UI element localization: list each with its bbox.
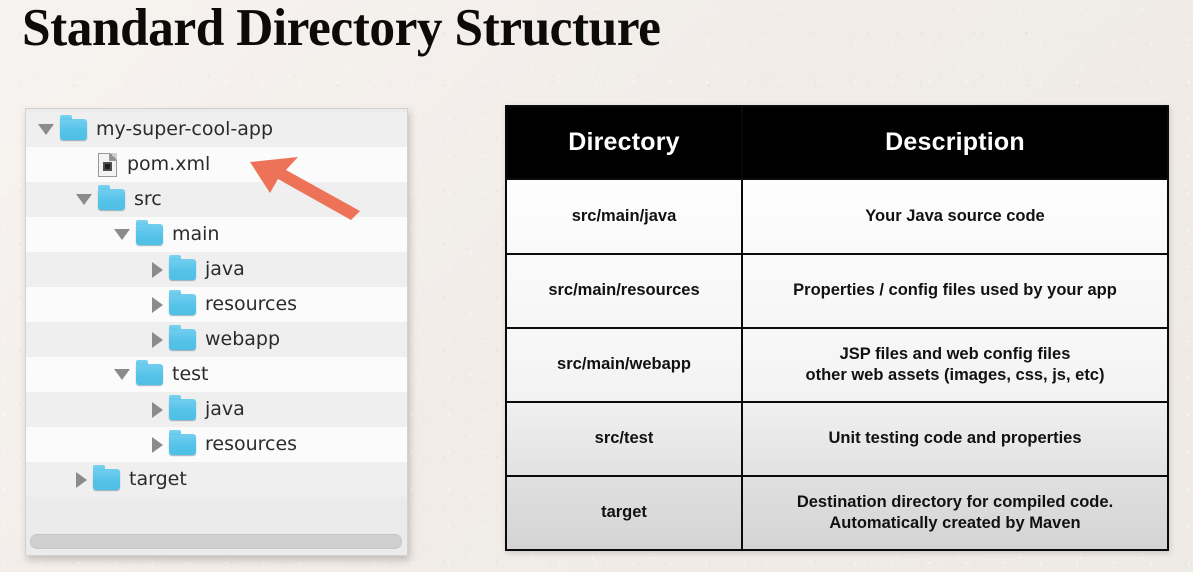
description-line: Automatically created by Maven [829,514,1081,532]
table-header-row: Directory Description [505,105,1169,180]
tree-item-target[interactable]: target [26,462,407,497]
cell-directory: src/main/webapp [505,327,743,403]
chevron-down-icon[interactable] [76,194,92,205]
folder-icon [169,395,196,420]
tree-item-label: pom.xml [127,153,211,175]
chevron-right-icon[interactable] [152,436,163,453]
tree-item-label: resources [205,433,298,455]
tree-item-main[interactable]: main [26,217,407,252]
tree-item-label: java [205,398,245,420]
column-header-directory: Directory [505,105,743,180]
tree-item-resources[interactable]: resources [26,427,407,462]
tree-item-label: main [172,223,220,245]
tree-item-pom-xml[interactable]: pom.xml [26,147,407,182]
tree-item-java[interactable]: java [26,252,407,287]
tree-item-label: resources [205,293,298,315]
column-header-description: Description [741,105,1169,180]
tree-item-label: my-super-cool-app [96,118,274,140]
cell-directory: src/test [505,401,743,477]
tree-item-webapp[interactable]: webapp [26,322,407,357]
folder-icon [169,430,196,455]
cell-description: JSP files and web config files other web … [741,327,1169,403]
file-icon [98,152,117,177]
chevron-down-icon[interactable] [114,229,130,240]
chevron-right-icon[interactable] [76,471,87,488]
tree-item-src[interactable]: src [26,182,407,217]
description-line: Destination directory for compiled code. [796,492,1114,511]
folder-icon [60,115,87,140]
description-line: Your Java source code [865,206,1045,225]
description-line: Unit testing code and properties [828,429,1082,448]
folder-icon [169,255,196,280]
table-row: src/test Unit testing code and properties [505,401,1169,477]
table-row: src/main/java Your Java source code [505,178,1169,255]
description-line: other web assets (images, css, js, etc) [805,366,1105,384]
folder-icon [169,325,196,350]
horizontal-scrollbar[interactable] [30,534,402,549]
chevron-right-icon[interactable] [152,261,163,278]
tree-item-label: src [134,188,162,210]
cell-directory: src/main/resources [505,253,743,329]
tree-item-my-super-cool-app[interactable]: my-super-cool-app [26,112,407,147]
cell-description: Destination directory for compiled code.… [741,475,1169,551]
tree-item-label: test [172,363,209,385]
tree-item-label: webapp [205,328,281,350]
chevron-down-icon[interactable] [114,369,130,380]
tree-item-label: target [129,468,187,490]
tree-item-label: java [205,258,245,280]
chevron-right-icon[interactable] [152,331,163,348]
description-line: JSP files and web config files [839,344,1071,363]
folder-icon [93,465,120,490]
cell-description: Properties / config files used by your a… [741,253,1169,329]
tree-item-resources[interactable]: resources [26,287,407,322]
folder-icon [136,360,163,385]
cell-directory: target [505,475,743,551]
chevron-right-icon[interactable] [152,296,163,313]
cell-description: Unit testing code and properties [741,401,1169,477]
tree-item-test[interactable]: test [26,357,407,392]
folder-icon [98,185,125,210]
cell-directory: src/main/java [505,178,743,255]
chevron-down-icon[interactable] [38,124,54,135]
twisty-spacer [76,159,92,170]
description-line: Properties / config files used by your a… [793,281,1117,300]
directory-description-table: Directory Description src/main/java Your … [505,105,1169,551]
cell-description: Your Java source code [741,178,1169,255]
table-row: src/main/resources Properties / config fi… [505,253,1169,329]
chevron-right-icon[interactable] [152,401,163,418]
folder-icon [169,290,196,315]
page-title: Standard Directory Structure [22,0,661,57]
tree-item-java[interactable]: java [26,392,407,427]
folder-icon [136,220,163,245]
